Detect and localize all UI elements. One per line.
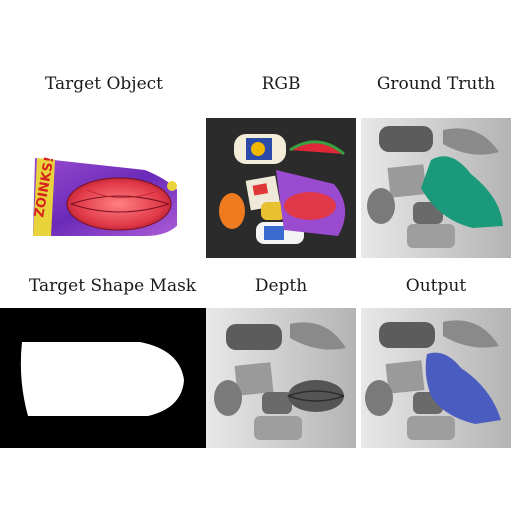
rgb-image: [206, 118, 356, 258]
label-ground-truth: Ground Truth: [376, 74, 496, 94]
label-rgb: RGB: [261, 74, 301, 94]
label-output: Output: [405, 276, 467, 296]
label-target-shape-mask: Target Shape Mask: [29, 276, 197, 296]
ground-truth-image: [361, 118, 511, 258]
target-object-image: ZOINKS!: [27, 118, 177, 258]
output-image: [361, 308, 511, 448]
depth-image: [206, 308, 356, 448]
label-target-object: Target Object: [45, 74, 163, 94]
label-depth: Depth: [254, 276, 308, 296]
target-shape-mask-image: [0, 308, 206, 448]
